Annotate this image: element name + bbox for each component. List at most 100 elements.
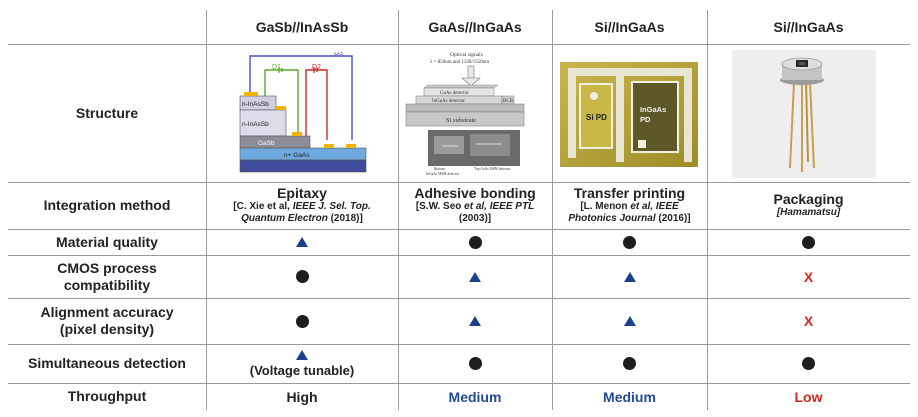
method-epitaxy: Epitaxy [C. Xie et al, IEEE J. Sel. Top.… [206,182,398,229]
adhesive-bonding-diagram: Optical signals λ = 850nm and 1320/1550n… [405,52,525,176]
method-adhesive-bonding: Adhesive bonding [S.W. Seo et al, IEEE P… [398,182,552,229]
ref-vendor: [Hamamatsu] [776,207,841,218]
ingaas-detector-label: InGaAs detector [432,99,465,104]
throughput-si-transfer: Medium [603,388,656,405]
micrograph-bottom-label: Bottom [434,167,445,171]
column-divider [552,10,553,410]
triangle-icon [623,316,636,326]
row-divider [8,255,910,256]
triangle-icon [469,316,481,326]
ref-year: (2018)] [327,213,363,224]
alignment-gaas [398,298,552,344]
column-divider [206,10,207,410]
row-divider [8,182,910,183]
dot-icon [468,235,482,249]
d3-label: D3 [334,52,343,57]
method-epitaxy-title: Epitaxy [277,185,327,201]
simultaneous-gasb: (Voltage tunable) [206,344,398,383]
method-packaging: Packaging [Hamamatsu] [707,182,910,229]
dot-icon [623,235,636,249]
x-mark-icon: X [803,313,814,329]
dot-icon [295,270,309,283]
structure-image-gasb-inassb: D3 D1 D2 n-InAsSb n-InAsSb GaSb n+ GaAs [232,52,372,177]
row-divider [8,44,910,45]
voltage-tunable-note: (Voltage tunable) [249,362,355,378]
layer-gasb: GaSb [258,140,275,147]
micrograph-top-gaas-label: Top GaAs MSM detector [474,167,511,171]
throughput-packaging: Low [794,388,823,405]
si-substrate-label: Si substrate [446,117,476,124]
cmos-si-transfer [552,255,707,298]
structure-image-packaged-detector [732,50,876,178]
ref-year: (2003)] [458,213,492,224]
row-header-integration-method: Integration method [43,197,171,213]
method-adhesive-ref-line1: [S.W. Seo et al, IEEE PTL [416,201,534,213]
material-quality-gaas [398,229,552,255]
row-header-cmos-line2: compatibility [63,276,151,293]
ref-journal: et al, IEEE [630,201,679,212]
material-quality-gasb [206,229,398,255]
triangle-icon [296,349,308,360]
cmos-gaas [398,255,552,298]
row-header-alignment-line1: Alignment accuracy [40,304,174,320]
ref-journal: Photonics Journal [568,213,656,224]
ref-text: [L. Menon [580,201,631,212]
wavelength-label: λ = 850nm and 1320/1550nm [430,60,489,65]
method-packaging-title: Packaging [773,191,844,207]
ref-journal: Quantum Electron [241,213,328,224]
column-divider [398,10,399,410]
column-header-si-ingaas-transfer: Si//InGaAs [594,19,665,35]
layer-n-plus-gaas: n+ GaAs [284,152,310,159]
method-transfer-ref-line1: [L. Menon et al, IEEE [580,201,678,213]
cmos-gasb [206,255,398,298]
material-quality-packaging [707,229,910,255]
method-transfer-printing-title: Transfer printing [573,185,686,201]
alignment-si-transfer [552,298,707,344]
method-adhesive-ref-line2: (2003)] [459,213,491,225]
triangle-icon [623,271,636,282]
row-divider [8,229,910,230]
pd-label: PD [640,115,651,124]
cmos-packaging: X [707,255,910,298]
ref-journal: et al, IEEE PTL [464,201,535,212]
d2-label: D2 [312,64,321,71]
dot-icon [623,357,636,370]
method-adhesive-bonding-title: Adhesive bonding [414,185,536,201]
ref-journal: IEEE J. Sel. Top. [292,201,371,212]
alignment-packaging: X [707,298,910,344]
optical-signals-label: Optical signals [450,52,483,58]
alignment-gasb [206,298,398,344]
ref-text: [C. Xie et al, [233,201,293,212]
throughput-gaas: Medium [448,388,502,405]
row-divider [8,383,910,384]
triangle-icon [296,237,308,247]
dot-icon [802,357,815,370]
row-header-alignment: Alignment accuracy (pixel density) [8,298,206,344]
simultaneous-packaging [707,344,910,383]
dot-icon [802,235,815,249]
triangle-icon [469,271,481,282]
row-divider [8,298,910,299]
row-header-cmos-line1: CMOS process [57,259,157,276]
material-quality-si-transfer [552,229,707,255]
structure-image-gaas-ingaas: Optical signals λ = 850nm and 1320/1550n… [402,50,548,178]
gaas-detector-label: GaAs detector [440,91,469,96]
method-epitaxy-ref-line1: [C. Xie et al, IEEE J. Sel. Top. [233,201,370,213]
method-epitaxy-ref-line2: Quantum Electron (2018)] [241,213,363,225]
row-header-alignment-line2: (pixel density) [59,321,155,337]
row-header-material-quality: Material quality [56,233,158,250]
simultaneous-gaas [398,344,552,383]
row-header-throughput: Throughput [67,388,147,404]
column-header-gaas-ingaas: GaAs//InGaAs [428,19,522,35]
method-packaging-ref: [Hamamatsu] [777,207,840,219]
bcb-label: BCB [503,99,514,104]
layer-n-inassb-top: n-InAsSb [242,101,269,108]
d1-label: D1 [272,64,281,71]
layer-n-inassb: n-InAsSb [242,121,269,128]
row-header-simultaneous: Simultaneous detection [28,355,186,371]
simultaneous-si-transfer [552,344,707,383]
row-divider [8,344,910,345]
row-header-structure: Structure [75,104,139,121]
method-transfer-printing: Transfer printing [L. Menon et al, IEEE … [552,182,707,229]
ref-year: (2016)] [655,213,691,224]
